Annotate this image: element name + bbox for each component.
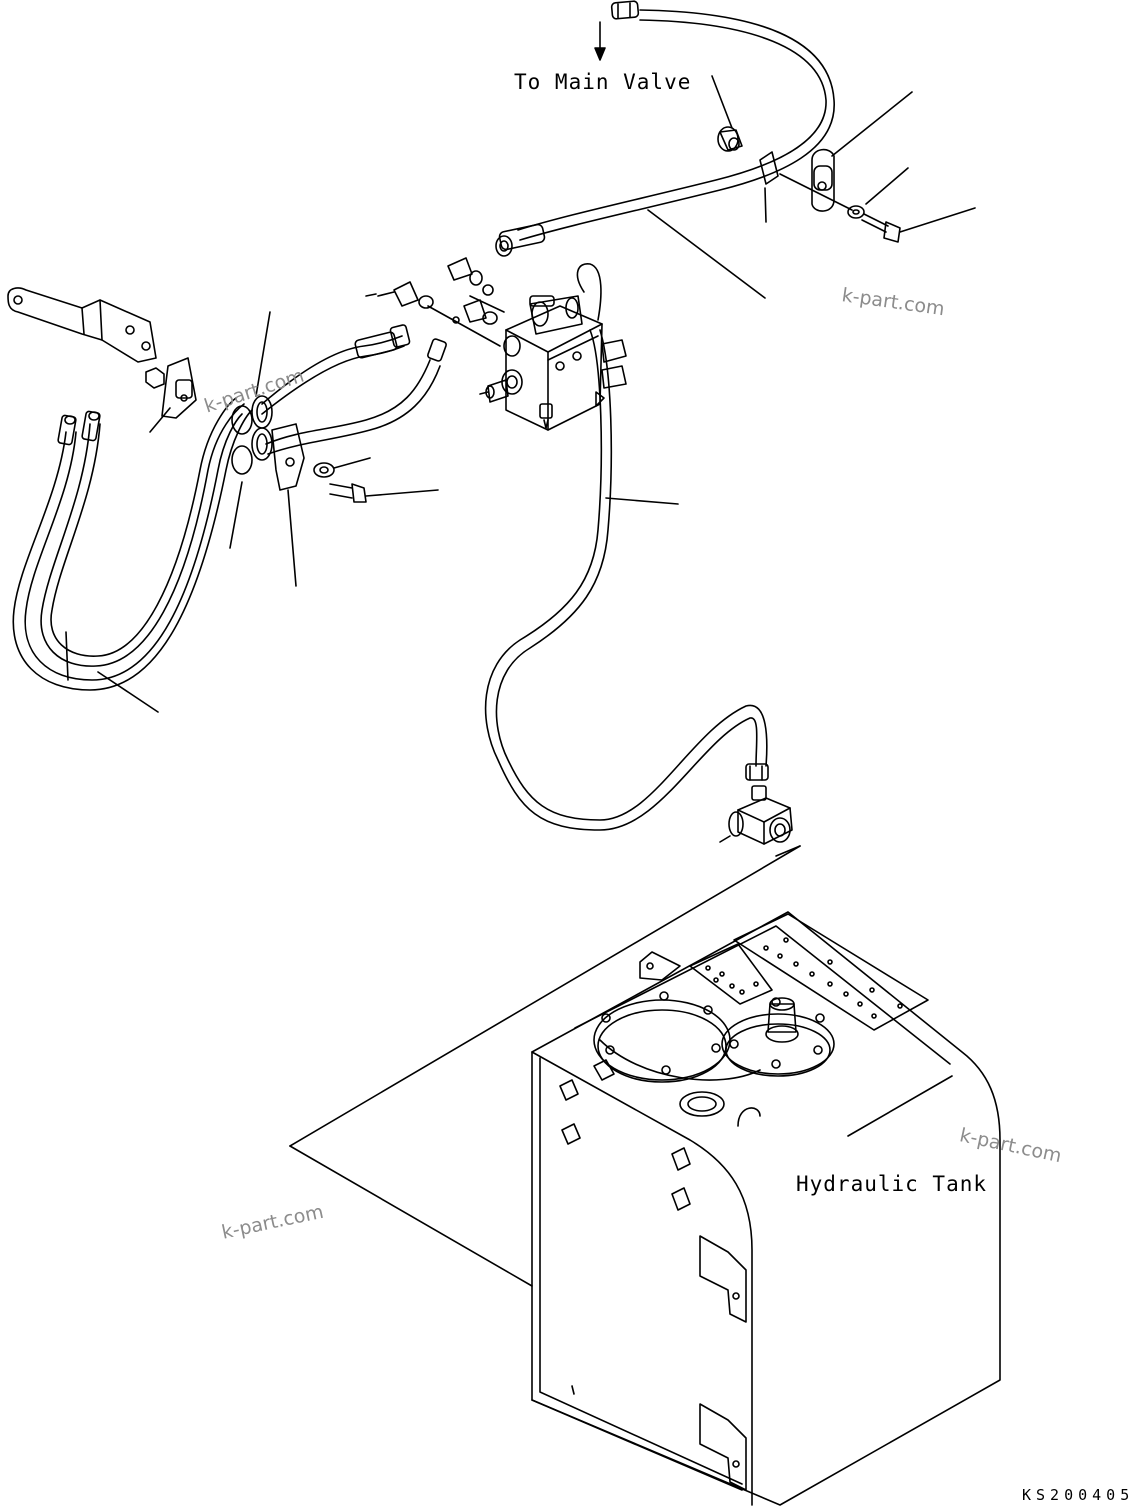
left-hoses-to-valve [230,312,447,548]
solenoid-valve [366,258,626,430]
tee-fitting [290,786,800,1146]
left-bracket-assembly [8,288,438,586]
hydraulic-tank [290,912,1000,1505]
main-valve-label: To Main Valve [514,70,692,94]
hydraulic-tank-label: Hydraulic Tank [796,1172,988,1196]
tank-return-hose [486,264,768,830]
main-valve-hose [496,1,834,256]
top-clamp-assembly [648,76,975,298]
drawing-code: KS200405 [1022,1486,1135,1504]
plate-bolts [706,938,902,1018]
arrow-to-main-valve [595,22,605,60]
left-hose-pair [13,398,252,712]
